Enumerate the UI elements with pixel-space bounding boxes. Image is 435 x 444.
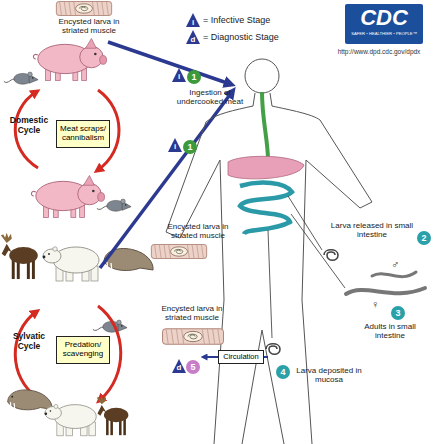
stomach [228, 156, 304, 179]
process-box: Circulation [218, 350, 264, 364]
logo-text: CDC [345, 5, 423, 31]
stage-caption: Encysted larva in striated muscle [50, 17, 128, 35]
stage-letter: i [168, 142, 182, 151]
process-box: Meat scraps/ cannibalism [56, 120, 110, 148]
rat-illustration [93, 320, 127, 332]
human-head [245, 59, 279, 93]
step-caption: Larva deposited in mucosa [292, 366, 366, 384]
ingestion-arrow [108, 42, 230, 84]
bear-illustration [43, 247, 99, 281]
small-intestine [240, 183, 292, 234]
stage-circle [276, 365, 290, 379]
callout-number: 2 [417, 232, 431, 244]
released-larva [324, 250, 338, 261]
stage-circle [187, 70, 201, 84]
legend-text: = Infective Stage [203, 15, 270, 25]
legend-text: = Diagnostic Stage [203, 32, 279, 42]
moose-illustration [97, 396, 129, 436]
rat-illustration [4, 72, 38, 84]
stage-letter: d [172, 363, 186, 372]
callout-number: 4 [276, 366, 290, 378]
callout-number: 5 [186, 361, 200, 373]
callout-number: 1 [183, 141, 197, 153]
box-text: Meat scraps/ cannibalism [59, 125, 107, 143]
box-text: Predation/ scavenging [59, 341, 107, 359]
sex-symbol: ♂ [388, 258, 402, 271]
legend-entry: = Infective Stage [203, 15, 270, 25]
leader-line [268, 230, 272, 338]
stage-circle [183, 140, 197, 154]
box-text: Circulation [223, 353, 258, 361]
stage-letter: d [186, 35, 200, 44]
sex-symbol: ♀ [368, 298, 382, 311]
step-caption: Adults in small intestine [352, 322, 428, 340]
leader-line [288, 196, 322, 250]
walrus-illustration [8, 390, 52, 411]
logo-tagline: SAFER • HEALTHIER • PEOPLE™ [345, 32, 423, 37]
cdc-logo [345, 4, 423, 44]
diagnostic-stage-triangle [186, 30, 200, 44]
muscle-illustration [56, 1, 111, 15]
legend-entry: = Diagnostic Stage [203, 32, 279, 42]
cycle-title: Domestic Cycle [4, 116, 54, 136]
moose-illustration [1, 233, 38, 279]
stage-letter: i [172, 72, 186, 81]
male-worm [372, 272, 416, 277]
callout-number: 3 [391, 307, 405, 319]
stage-letter: i [186, 18, 200, 27]
human-outline [166, 93, 372, 444]
muscle-illustration [163, 329, 224, 345]
process-box: Predation/ scavenging [56, 336, 110, 364]
infective-stage-triangle [168, 138, 182, 152]
step-caption: Larva released in small intestine [330, 221, 414, 239]
step-caption: Ingestion of undercooked meat [172, 88, 248, 106]
bear-illustration [45, 404, 97, 435]
rat-illustration [97, 199, 131, 211]
stage-caption: Encysted larva in striated muscle [150, 304, 234, 322]
diagnostic-stage-triangle [172, 359, 186, 373]
callout-number: 1 [187, 71, 201, 83]
muscle-illustration [151, 244, 206, 258]
female-worm [346, 288, 425, 294]
pig-illustration [33, 39, 106, 81]
stage-circle [391, 306, 405, 320]
infective-stage-triangle [186, 13, 200, 27]
infective-stage-triangle [172, 68, 186, 82]
stage-circle [186, 360, 200, 374]
pig-illustration [31, 176, 104, 218]
stage-circle [417, 231, 431, 245]
url-text: http://www.dpd.cdc.gov/dpdx [325, 48, 433, 55]
cycle-title: Sylvatic Cycle [4, 332, 54, 352]
stage-caption: Encysted larva in striated muscle [158, 222, 238, 240]
deposited-larva [266, 344, 280, 355]
esophagus [262, 92, 268, 160]
cycle-arrow [15, 312, 38, 398]
